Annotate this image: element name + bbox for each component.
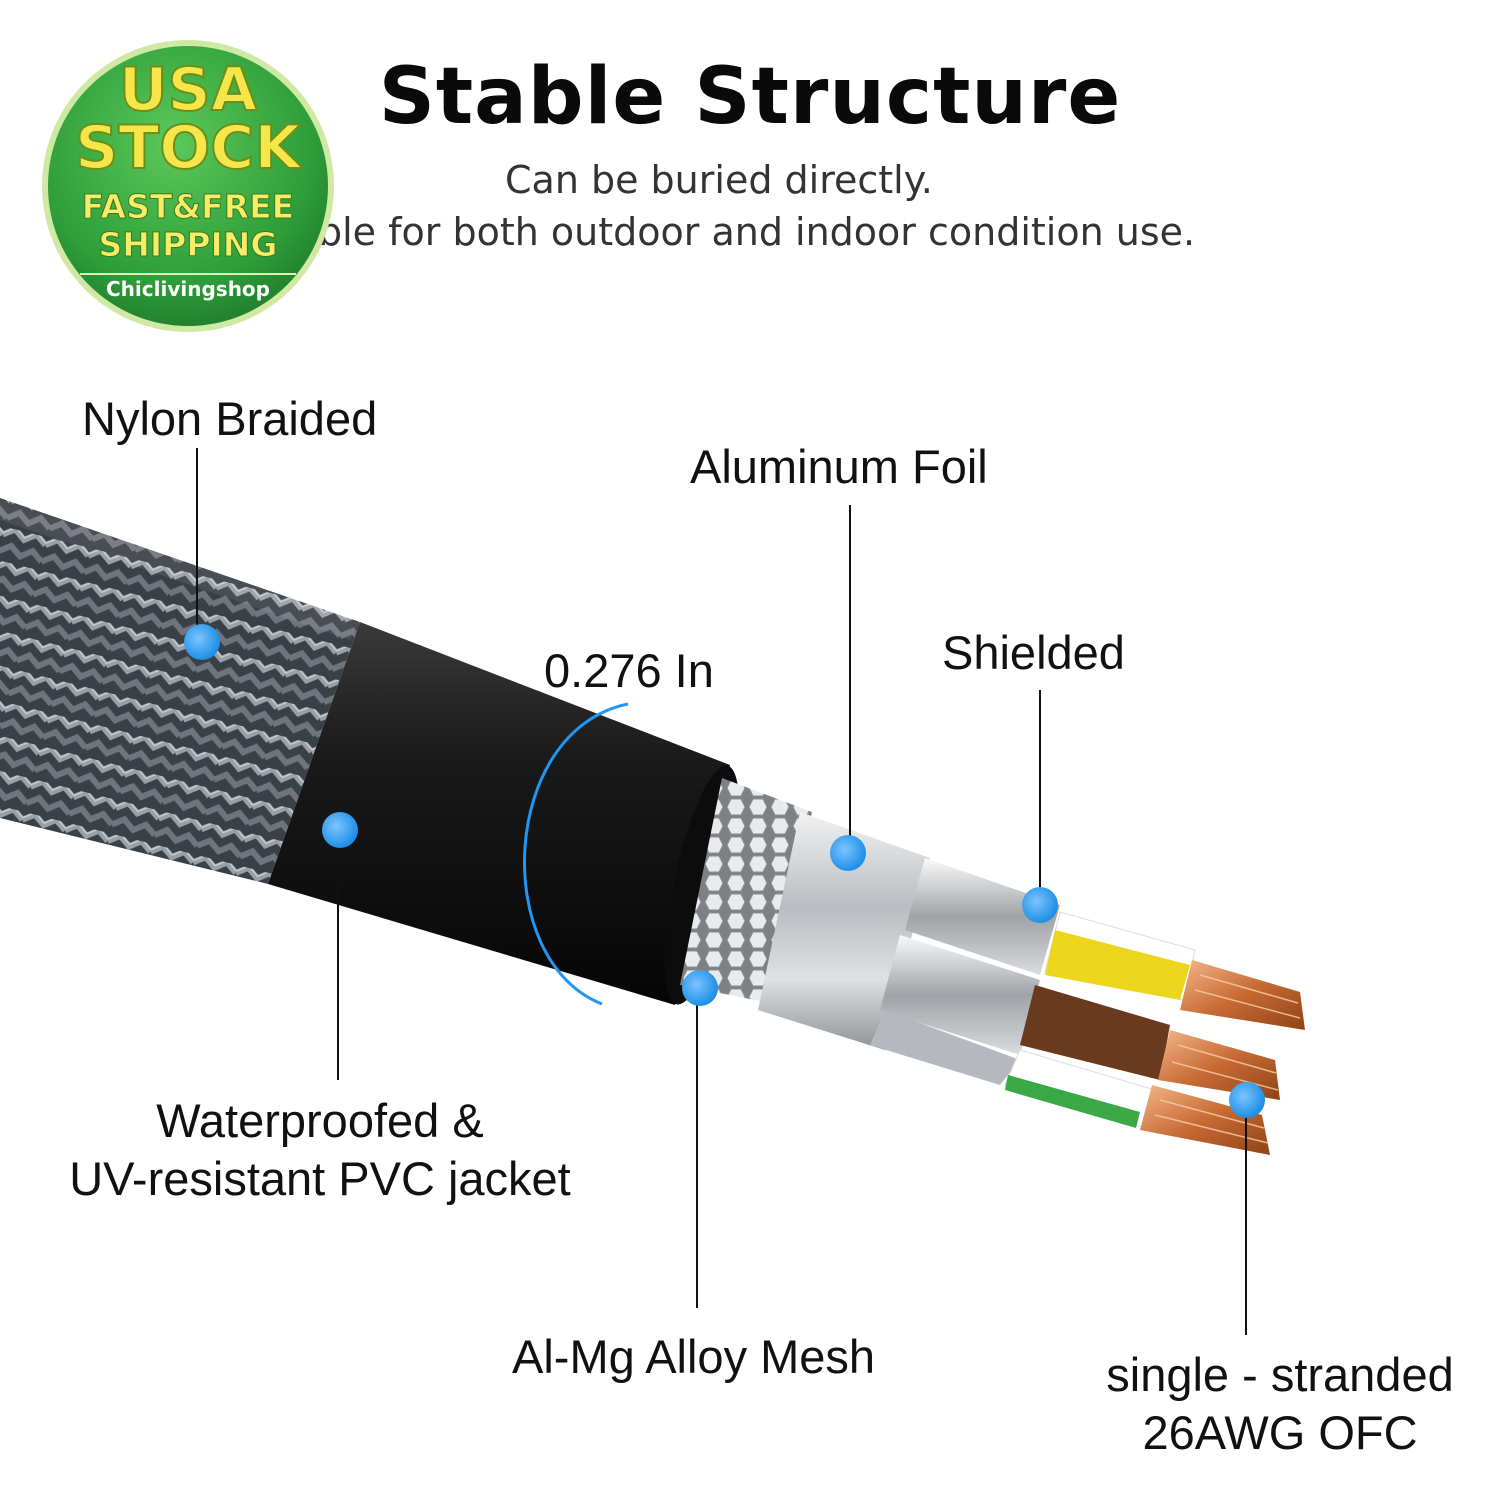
- diameter-arc: [523, 702, 629, 1006]
- callout-dots: [184, 624, 1265, 1118]
- label-alloy-mesh: Al-Mg Alloy Mesh: [512, 1330, 876, 1383]
- label-conductor-line-2: 26AWG OFC: [1142, 1406, 1418, 1459]
- badge-shop-text: Chiclivingshop: [106, 277, 270, 301]
- subtitle-line-2: ble for both outdoor and indoor conditio…: [318, 210, 1196, 254]
- callout-dot-pvc: [322, 812, 358, 848]
- shielded-pairs-section: [870, 858, 1060, 1085]
- badge-fastfree-text: FAST&FREE: [82, 187, 294, 226]
- label-conductor-line-1: single - stranded: [1106, 1348, 1454, 1401]
- insulated-wires: [1004, 911, 1196, 1129]
- label-aluminum-foil: Aluminum Foil: [690, 440, 988, 493]
- badge-stock-text: STOCK: [75, 113, 303, 183]
- callout-dot-mesh: [682, 970, 718, 1006]
- label-diameter: 0.276 In: [544, 644, 714, 697]
- callout-dot-foil: [830, 835, 866, 871]
- page-title: Stable Structure: [378, 52, 1122, 142]
- label-pvc-jacket-line-1: Waterproofed &: [156, 1094, 484, 1147]
- label-nylon-braided: Nylon Braided: [82, 392, 378, 445]
- label-shielded: Shielded: [942, 626, 1125, 679]
- callout-dot-shield: [1022, 887, 1058, 923]
- callout-leader-lines: [196, 448, 1247, 1335]
- subtitle-line-1: Can be buried directly.: [505, 158, 933, 202]
- label-pvc-jacket-line-2: UV-resistant PVC jacket: [69, 1152, 571, 1205]
- badge-shipping-text: SHIPPING: [98, 225, 277, 264]
- nylon-braid-section: [0, 498, 360, 884]
- callout-dot-copper: [1229, 1082, 1265, 1118]
- badge-usa-text: USA: [119, 55, 258, 125]
- usa-stock-badge: USA STOCK FAST&FREE SHIPPING Chiclivings…: [42, 40, 334, 332]
- callout-dot-nylon: [184, 624, 220, 660]
